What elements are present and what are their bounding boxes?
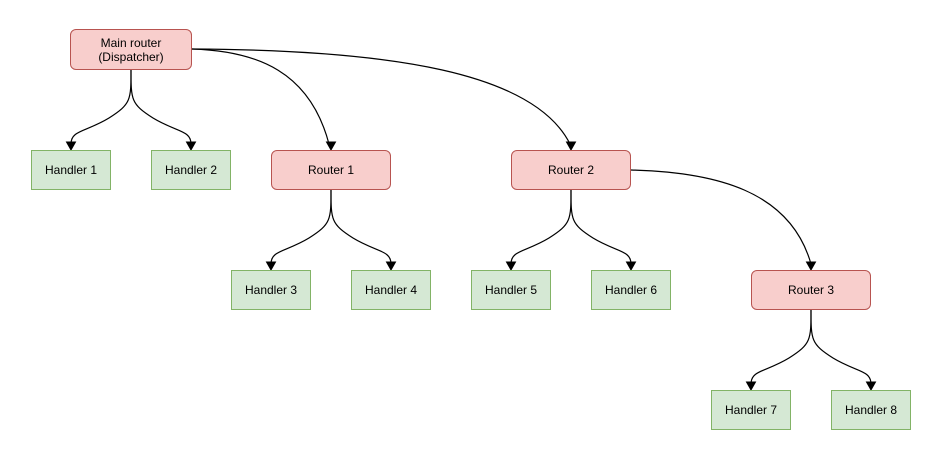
arrow-handler-3-icon xyxy=(265,261,277,272)
node-handler-6[interactable]: Handler 6 xyxy=(591,270,671,310)
node-handler-7[interactable]: Handler 7 xyxy=(711,390,791,430)
node-handler-3[interactable]: Handler 3 xyxy=(231,270,311,310)
node-label-router-3: Router 3 xyxy=(787,283,835,297)
arrow-handler-6-icon xyxy=(625,261,637,272)
edge-router-3-to-handler-7 xyxy=(750,309,812,385)
arrow-router-1-icon xyxy=(325,141,337,152)
arrow-router-2-icon xyxy=(565,141,577,152)
edge-router-2-to-handler-5 xyxy=(510,189,572,265)
node-label-handler-5: Handler 5 xyxy=(484,283,538,297)
node-router-2[interactable]: Router 2 xyxy=(511,150,631,190)
node-handler-4[interactable]: Handler 4 xyxy=(351,270,431,310)
edge-router-1-to-handler-4 xyxy=(330,189,392,265)
edge-paths xyxy=(70,48,872,385)
edge-router-3-to-handler-8 xyxy=(810,309,872,385)
arrow-handler-5-icon xyxy=(505,261,517,272)
node-label-router-2: Router 2 xyxy=(547,163,595,177)
edge-router-1-to-handler-3 xyxy=(270,189,332,265)
edge-router-2-to-handler-6 xyxy=(570,189,632,265)
node-handler-2[interactable]: Handler 2 xyxy=(151,150,231,190)
arrow-handler-1-icon xyxy=(65,141,77,152)
arrow-handler-8-icon xyxy=(865,381,877,392)
node-label-handler-8: Handler 8 xyxy=(844,403,898,417)
node-label-handler-7: Handler 7 xyxy=(724,403,778,417)
node-router-1[interactable]: Router 1 xyxy=(271,150,391,190)
node-handler-1[interactable]: Handler 1 xyxy=(31,150,111,190)
node-label-router-1: Router 1 xyxy=(307,163,355,177)
node-label-handler-6: Handler 6 xyxy=(604,283,658,297)
node-label-handler-4: Handler 4 xyxy=(364,283,418,297)
node-label-handler-2: Handler 2 xyxy=(164,163,218,177)
edge-router-2-to-router-3 xyxy=(630,169,812,265)
node-router-3[interactable]: Router 3 xyxy=(751,270,871,310)
edge-main-to-router-2 xyxy=(191,48,571,145)
node-handler-8[interactable]: Handler 8 xyxy=(831,390,911,430)
node-label-handler-1: Handler 1 xyxy=(44,163,98,177)
edge-main-to-handler-1 xyxy=(70,69,132,145)
arrow-handler-2-icon xyxy=(185,141,197,152)
arrow-handler-7-icon xyxy=(745,381,757,392)
arrow-router-3-icon xyxy=(805,261,817,272)
edge-main-to-handler-2 xyxy=(130,69,192,145)
node-handler-5[interactable]: Handler 5 xyxy=(471,270,551,310)
node-label-handler-3: Handler 3 xyxy=(244,283,298,297)
node-label-main-router: Main router (Dispatcher) xyxy=(98,35,164,64)
arrow-handler-4-icon xyxy=(385,261,397,272)
node-main-router[interactable]: Main router (Dispatcher) xyxy=(70,29,192,70)
edge-main-to-router-1 xyxy=(191,48,330,145)
